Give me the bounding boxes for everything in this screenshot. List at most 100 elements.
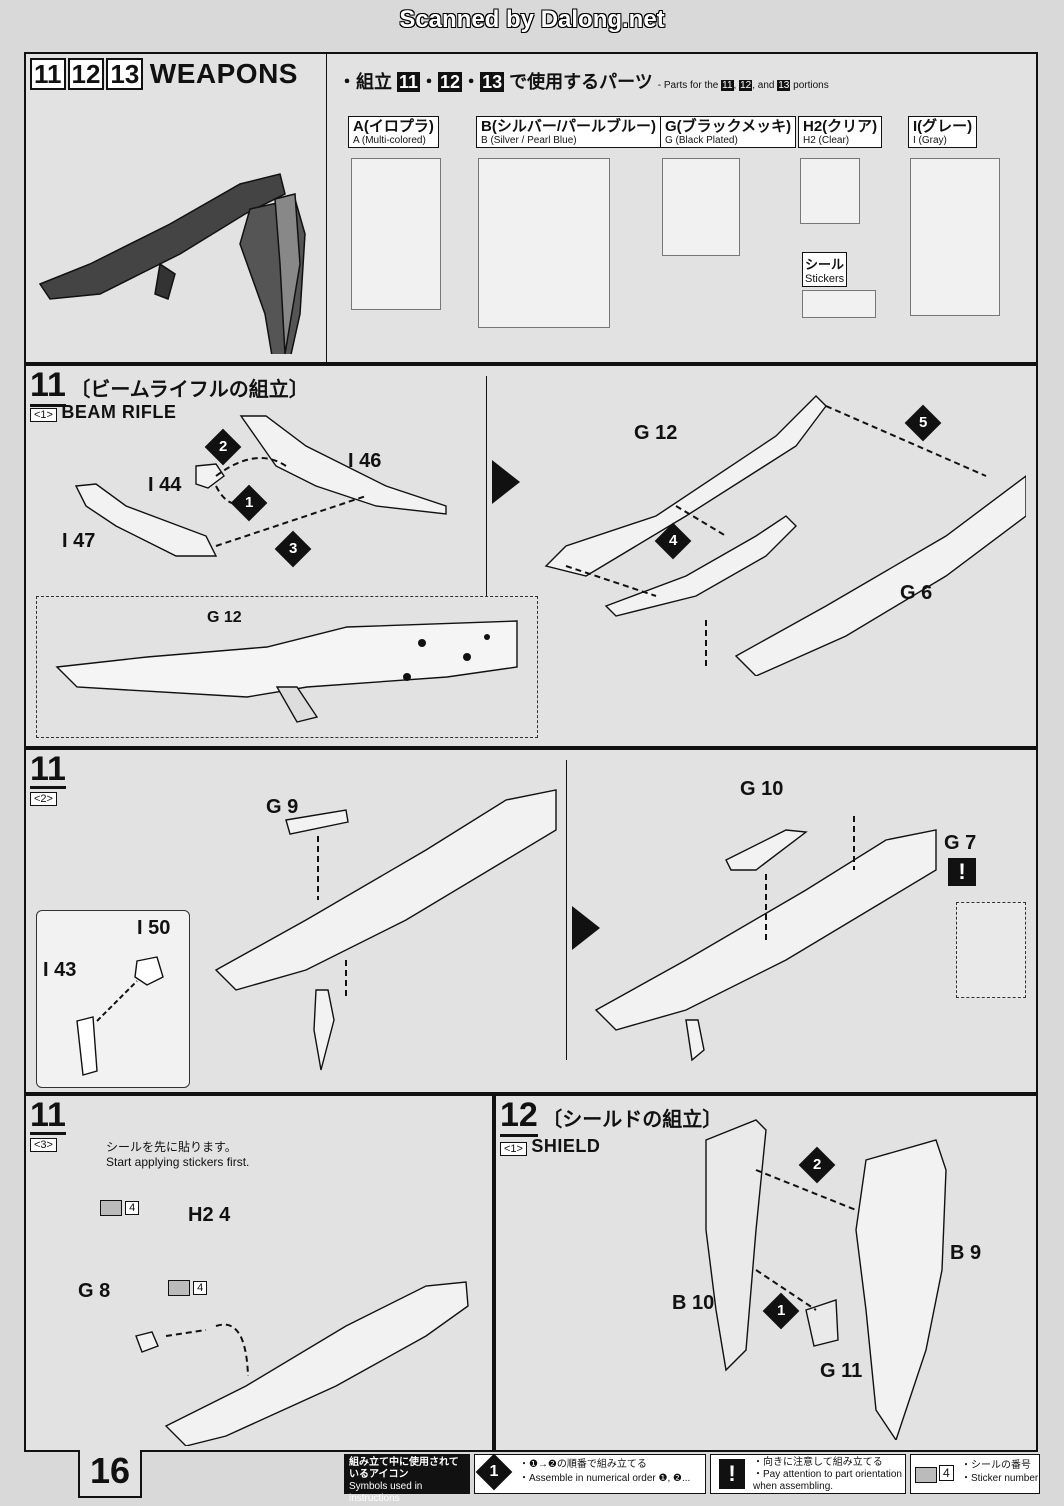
substep-number: <3>: [30, 1138, 57, 1152]
step-number: 11: [30, 58, 66, 90]
runner-a-diagram: [351, 158, 441, 310]
order-text-en: ・Assemble in numerical order ❶, ❷...: [519, 1473, 691, 1484]
rifle-detail-illustration: [55, 620, 518, 723]
runner-i-diagram: [910, 158, 1000, 316]
parts-title-prefix: ・組立: [338, 72, 392, 92]
attention-text-en: ・Pay attention to part orientation when …: [753, 1469, 902, 1492]
beam-rifle-parts-illustration: [74, 415, 447, 557]
next-arrow-icon: [492, 460, 520, 504]
step-subheader: <1> SHIELD: [500, 1136, 600, 1157]
runner-a-label: A(イロプラ) A (Multi-colored): [348, 116, 439, 148]
runner-h2-label: H2(クリア) H2 (Clear): [798, 116, 883, 148]
step-12-1-panel: 12 〔シールドの組立〕 <1> SHIELD B 9 B 10 G 11 2 …: [494, 1094, 1038, 1452]
step-tag: 11: [397, 72, 421, 92]
runner-a-subtitle: A (Multi-colored): [353, 135, 426, 146]
substep-number: <1>: [30, 408, 57, 422]
step-11-1-panel: 11 〔ビームライフルの組立〕 <1> BEAM RIFLE I 44 I 46…: [24, 364, 1038, 748]
step-subheader: <1> BEAM RIFLE: [30, 402, 176, 423]
rifle-detail-box: G 12: [36, 596, 538, 738]
sticker-indicator: 4: [168, 1280, 208, 1296]
shield-illustration: [705, 1119, 947, 1440]
sticker-icon: [915, 1467, 937, 1483]
runner-h2-diagram: [800, 158, 860, 224]
step-11-3-panel: 11 <3> シールを先に貼ります。 Start applying sticke…: [24, 1094, 494, 1452]
runner-b-title: B(シルバー/パールブルー): [481, 118, 656, 135]
rifle-grip-illustration: [214, 789, 557, 1071]
sticker-number: 4: [939, 1465, 954, 1481]
step-number: 12: [67, 58, 105, 90]
parts-subtitle-and: and: [757, 80, 775, 91]
runner-g-title: G(ブラックメッキ): [665, 118, 792, 135]
grip-detail-illustration: [76, 956, 164, 1076]
parts-subtitle-suffix: portions: [793, 80, 829, 91]
attention-icon: !: [719, 1459, 745, 1489]
next-arrow-icon: [572, 906, 600, 950]
sticker-note: シールを先に貼ります。 Start applying stickers firs…: [106, 1140, 249, 1170]
sticker-sheet-diagram: [802, 290, 876, 318]
runner-g-subtitle: G (Black Plated): [665, 135, 738, 146]
sticker-title-en: Stickers: [805, 273, 845, 285]
step-number: 11: [30, 366, 66, 407]
panel-divider: [326, 54, 327, 362]
sticker-label: シール Stickers: [802, 252, 848, 287]
step-title-en: SHIELD: [531, 1136, 601, 1156]
rifle-sight-illustration: [135, 1281, 469, 1446]
attention-icon: !: [948, 858, 976, 886]
step-tag: 11: [721, 80, 734, 91]
step-tag: 12: [438, 72, 463, 92]
part-label: I 43: [43, 959, 77, 981]
rifle-scope-illustration: [594, 816, 937, 1062]
weapons-preview-illustration: [38, 173, 306, 354]
step-tag: 13: [480, 72, 505, 92]
sticker-indicator: 4: [100, 1200, 140, 1216]
runner-i-label: I(グレー) I (Gray): [908, 116, 978, 148]
substep-number: <2>: [30, 792, 57, 806]
step-number: 11: [30, 1096, 66, 1135]
part-orientation-box: [956, 902, 1026, 998]
legend-title-box: 組み立て中に使用されているアイコン Symbols used in instru…: [344, 1454, 470, 1504]
grip-detail-box: I 50 I 43: [36, 910, 190, 1088]
part-label: I 50: [137, 917, 171, 939]
runner-b-label: B(シルバー/パールブルー) B (Silver / Pearl Blue): [476, 116, 661, 148]
part-label: I 44: [148, 474, 182, 496]
sticker-text-en: ・Sticker number: [961, 1473, 1039, 1484]
substep-number: <1>: [500, 1142, 527, 1156]
legend-attention: ! ・向きに注意して組み立てる ・Pay attention to part o…: [710, 1454, 906, 1494]
part-label: G 12: [634, 422, 678, 444]
step-number: 12: [500, 1096, 538, 1137]
runner-h2-subtitle: H2 (Clear): [803, 135, 850, 146]
part-label: G 8: [78, 1280, 111, 1302]
step-title-jp: 〔ビームライフルの組立〕: [70, 379, 309, 401]
part-label: G 10: [740, 778, 784, 800]
runner-b-subtitle: B (Silver / Pearl Blue): [481, 135, 577, 146]
sticker-number: 4: [125, 1200, 140, 1215]
sticker-number: 4: [193, 1280, 208, 1295]
legend-title-jp: 組み立て中に使用されているアイコン: [349, 1457, 459, 1480]
step-number: 11: [30, 750, 66, 789]
panel-divider: [566, 760, 567, 1060]
step-number: 13: [106, 58, 144, 90]
part-label: B 10: [672, 1292, 715, 1314]
runner-h2-title: H2(クリア): [803, 118, 878, 135]
part-label: G 12: [207, 609, 242, 626]
step-tag: 12: [739, 80, 753, 91]
step-title-jp: 〔シールドの組立〕: [542, 1109, 723, 1131]
step-header: 12 〔シールドの組立〕: [500, 1096, 723, 1137]
runner-i-subtitle: I (Gray): [913, 135, 947, 146]
attention-text-jp: ・向きに注意して組み立てる: [753, 1457, 883, 1468]
watermark: Scanned by Dalong.net: [399, 6, 665, 33]
part-label: G 7: [944, 832, 977, 854]
step-header: 11 <2>: [30, 752, 66, 807]
legend-order: 1 ・❶→❷の順番で組み立てる ・Assemble in numerical o…: [474, 1453, 706, 1494]
sticker-note-jp: シールを先に貼ります。: [106, 1140, 237, 1154]
runner-i-title: I(グレー): [913, 118, 973, 135]
sticker-text-jp: ・シールの番号: [961, 1460, 1031, 1471]
part-label: G 9: [266, 796, 299, 818]
parts-title-suffix: で使用するパーツ: [509, 72, 653, 92]
step-header: 11 〔ビームライフルの組立〕: [30, 366, 309, 407]
step-header: 11 <3>: [30, 1098, 66, 1153]
part-label: H2 4: [188, 1204, 231, 1226]
part-label: G 6: [900, 582, 933, 604]
